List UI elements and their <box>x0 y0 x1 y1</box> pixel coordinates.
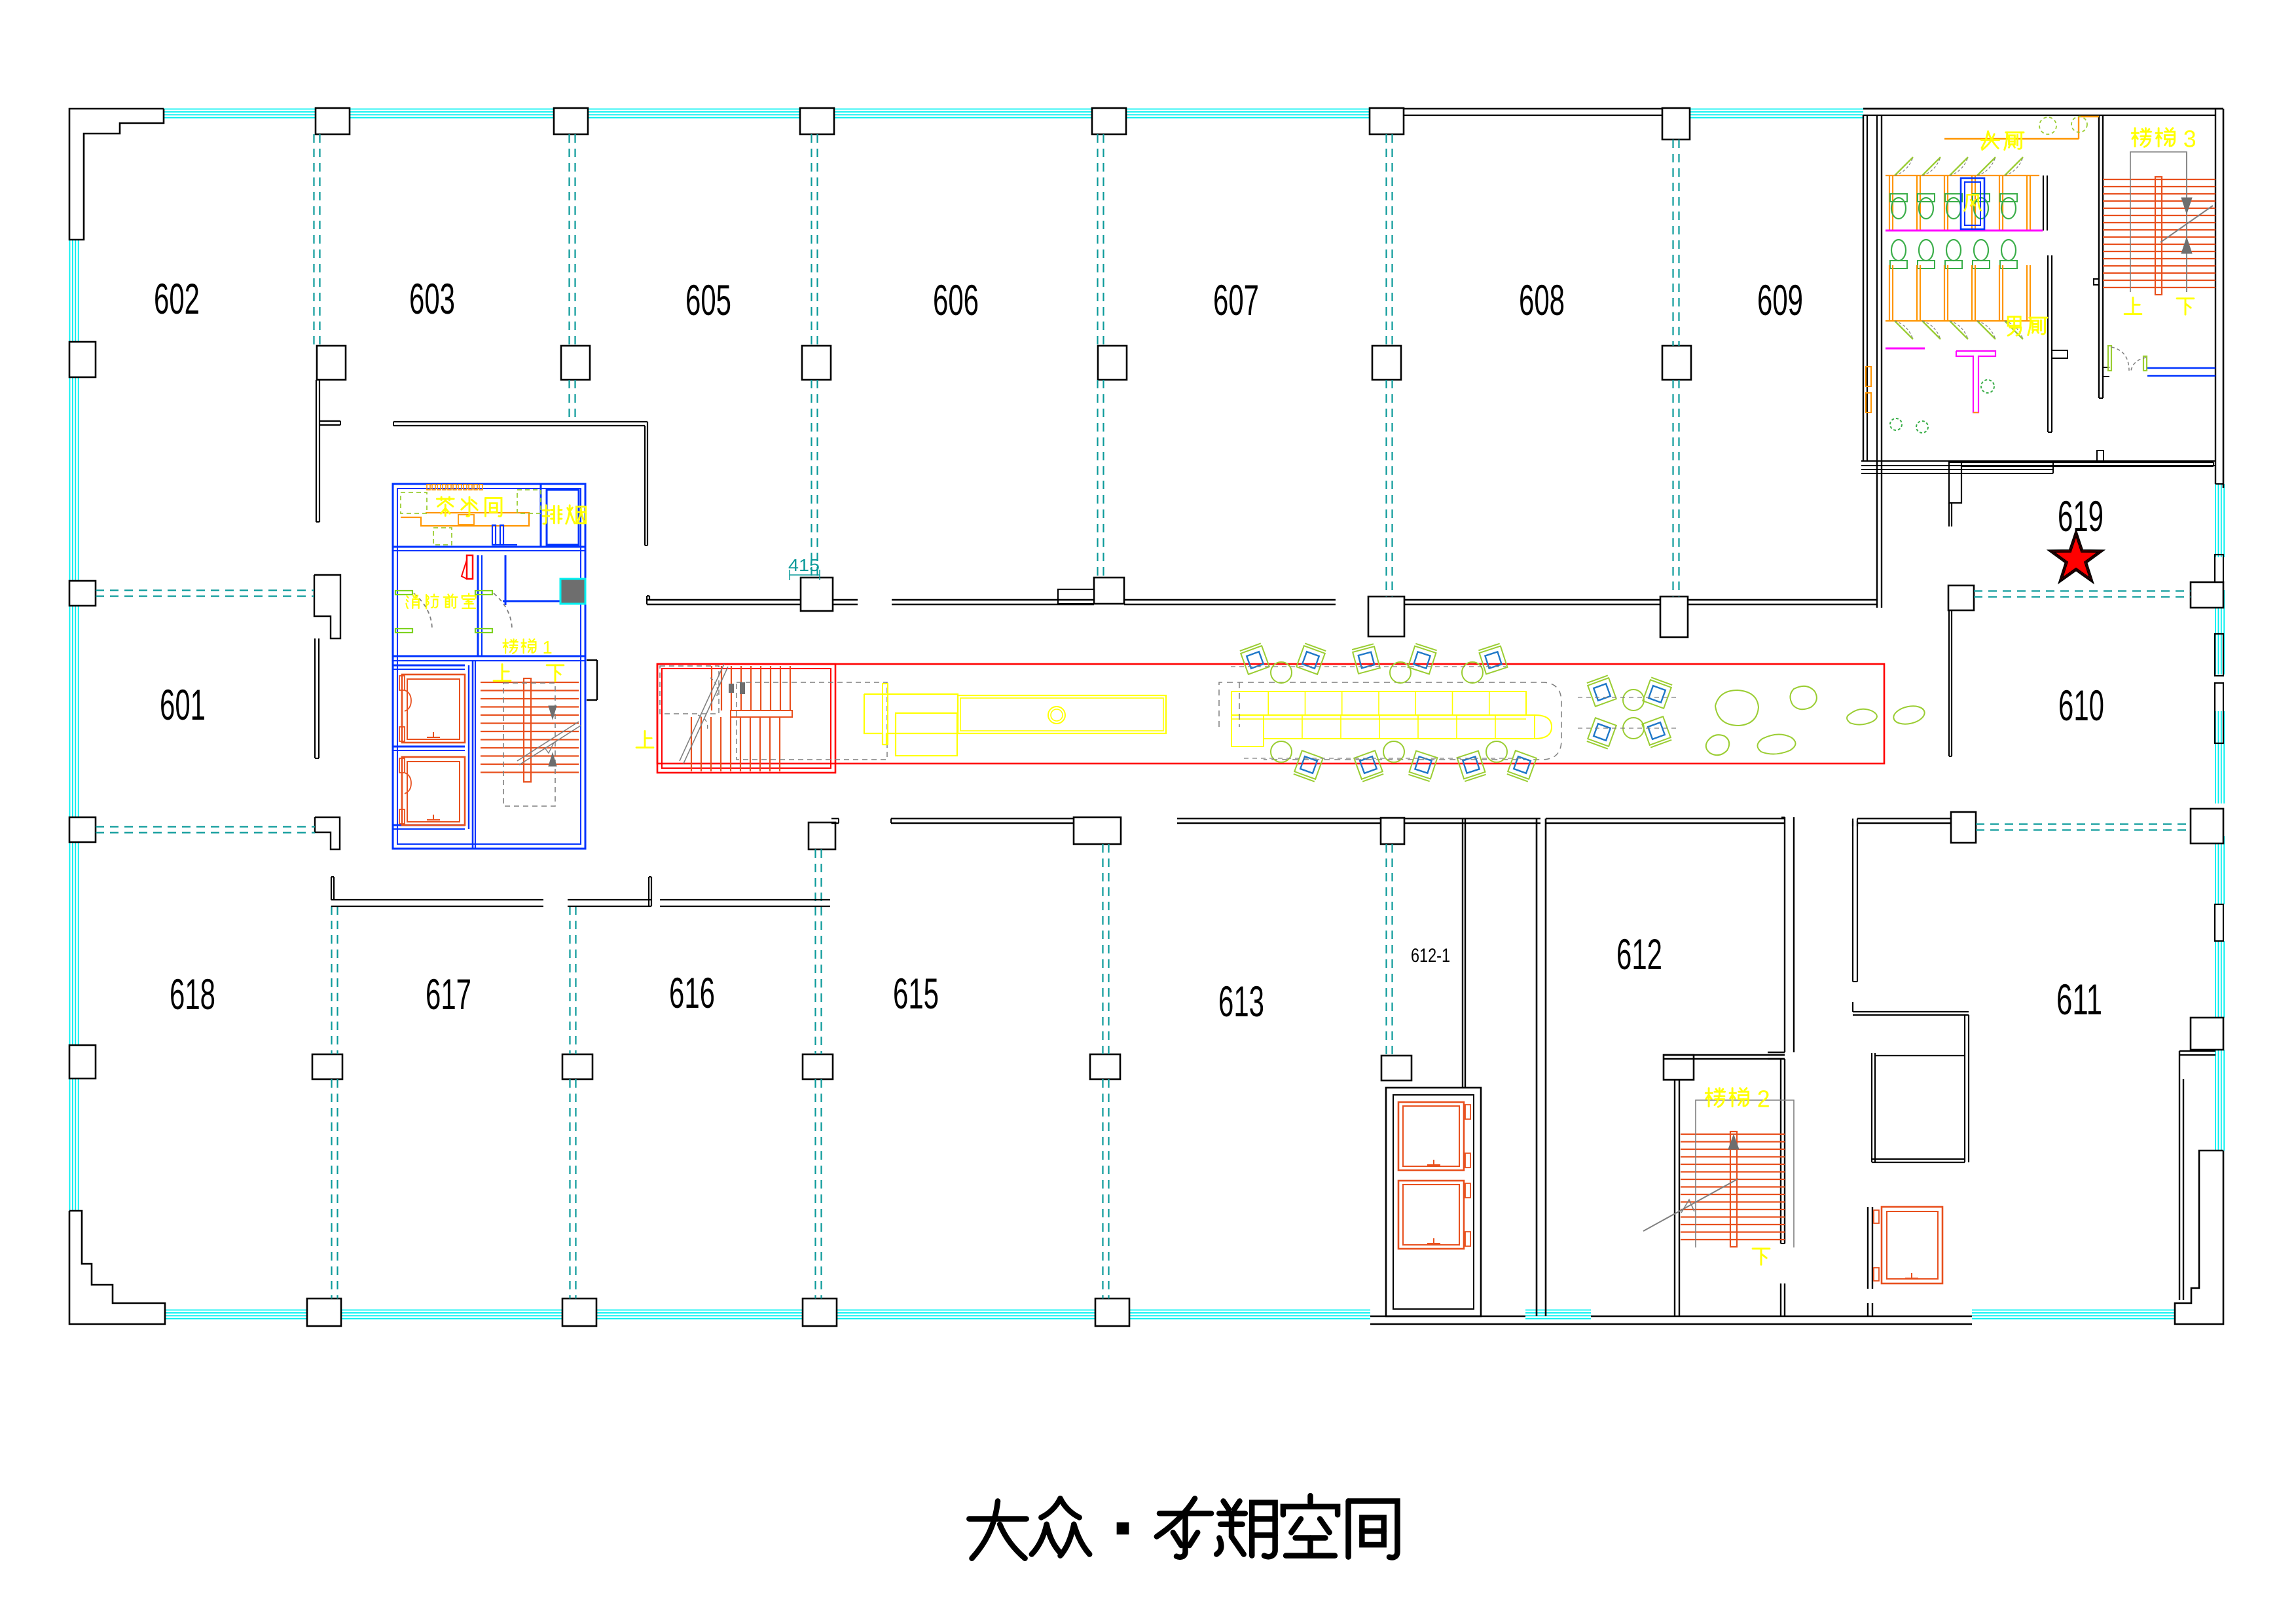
svg-text:616: 616 <box>669 969 715 1017</box>
svg-text:607: 607 <box>1213 276 1259 324</box>
svg-text:601: 601 <box>160 680 206 729</box>
svg-text:1: 1 <box>542 637 552 657</box>
svg-text:612: 612 <box>1616 930 1662 978</box>
svg-text:609: 609 <box>1757 276 1803 324</box>
svg-text:415: 415 <box>788 555 820 575</box>
svg-text:610: 610 <box>2058 681 2104 729</box>
svg-text:605: 605 <box>685 276 731 324</box>
svg-text:619: 619 <box>2058 492 2104 540</box>
svg-text:612-1: 612-1 <box>1411 945 1450 967</box>
svg-text:618: 618 <box>170 970 215 1018</box>
svg-text:2: 2 <box>1757 1086 1770 1112</box>
svg-text:3: 3 <box>2183 126 2196 152</box>
svg-text:617: 617 <box>426 970 471 1018</box>
svg-text:613: 613 <box>1218 977 1264 1025</box>
svg-text:611: 611 <box>2056 975 2102 1024</box>
svg-text:615: 615 <box>893 969 939 1018</box>
svg-text:603: 603 <box>409 274 455 323</box>
svg-text:608: 608 <box>1519 276 1565 324</box>
svg-text:602: 602 <box>154 274 200 323</box>
svg-text:606: 606 <box>933 276 979 324</box>
